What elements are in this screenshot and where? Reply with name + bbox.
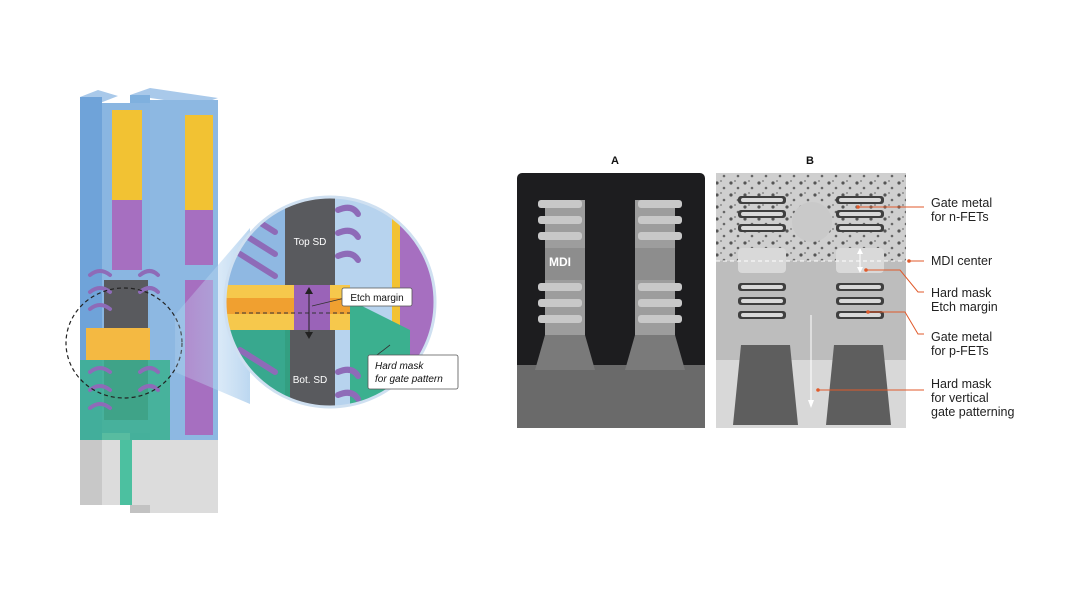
hard-mask-gate-label: Hard mask for gate pattern — [375, 361, 443, 385]
panel-a-left-stack — [535, 200, 595, 370]
panel-a-title: A — [611, 155, 619, 167]
panel-b — [716, 173, 920, 428]
dot-free-zone — [792, 202, 832, 242]
top-sd-label: Top SD — [294, 237, 327, 248]
bot-sd-label: Bot. SD — [293, 375, 327, 386]
panel-a-right-stack — [625, 200, 685, 370]
legend-mdi-center: MDI center — [931, 254, 993, 268]
legend-gate-metal-p: Gate metal for p-FETs — [931, 330, 993, 358]
stacked-fet-3d-illustration — [65, 88, 250, 513]
etch-margin-callout: Etch margin — [311, 287, 413, 307]
etch-margin-label: Etch margin — [350, 293, 403, 304]
etch-margin-arrow — [857, 248, 863, 273]
legend-hard-mask-vertical: Hard mask for vertical gate patterning — [931, 377, 1015, 419]
legend-gate-metal-n: Gate metal for n-FETs — [931, 196, 993, 224]
mdi-label: MDI — [549, 255, 571, 269]
legend-hard-mask-etch: Hard mask Etch margin — [931, 286, 998, 314]
legend-leaders — [816, 205, 924, 392]
panel-a: MDI — [517, 173, 705, 428]
front-fin — [80, 90, 170, 505]
hard-mask-callout: Hard mask for gate pattern — [367, 344, 459, 390]
panel-b-title: B — [806, 155, 814, 167]
vertical-patterning-arrow — [808, 315, 814, 408]
